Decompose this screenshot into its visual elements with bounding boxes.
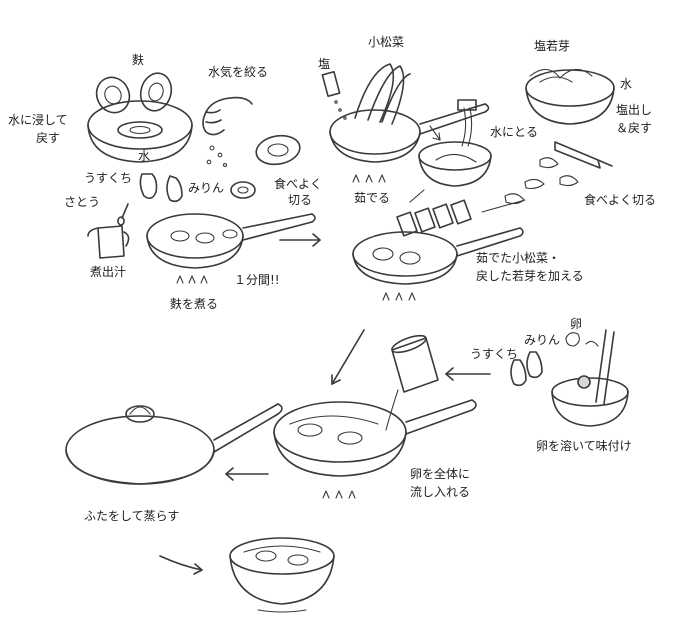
label-desalt: 塩出し [616, 103, 653, 117]
label-water: 水 [138, 149, 151, 163]
label-rehydrate: 戻す [36, 131, 61, 145]
flame-icon [382, 292, 416, 301]
label-dashi: 煮出汁 [90, 265, 127, 279]
hand-squeezing-icon [202, 96, 253, 168]
pan-boiling-komatsuna [329, 63, 490, 163]
label-squeeze-water: 水気を絞る [208, 65, 269, 79]
fu-soaking-bowl [87, 72, 193, 163]
pan-pouring-egg [273, 399, 477, 477]
label-one-minute: １分間!! [234, 273, 280, 287]
label-cool-in-water: 水にとる [490, 125, 539, 139]
arrow-down-icon [429, 125, 441, 141]
covered-pan [65, 403, 283, 485]
label-soak-in-water: 水に浸して [8, 113, 68, 127]
usukuchi-bottle-icon [510, 359, 527, 387]
label-and-rehydrate: ＆戻す [616, 121, 653, 135]
flame-icon [352, 174, 386, 183]
label-mirin: みりん [188, 181, 225, 195]
usukuchi-bottle-icon [139, 173, 158, 200]
egg-cup-pouring-icon [385, 334, 439, 431]
egg-bowl-with-chopsticks [551, 329, 629, 427]
pan-simmering-fu [146, 213, 316, 269]
label-pour-egg-line2: 流し入れる [410, 485, 471, 499]
label-cover-and-steam: ふたをして蒸らす [84, 509, 180, 523]
flame-icon [322, 490, 356, 499]
label-cut-bite-size-line2: 切る [288, 193, 313, 207]
arrow-left-icon [445, 367, 491, 381]
dashi-pitcher-icon [87, 225, 130, 259]
arrow-down-left-icon [331, 329, 365, 385]
arrow-right-icon [159, 555, 203, 575]
label-fu: 麩 [132, 53, 145, 67]
flame-icon [176, 275, 208, 284]
label-salted-wakame: 塩若芽 [534, 39, 571, 53]
label-add-greens-line2: 戻した若芽を加える [476, 269, 584, 283]
spoon-icon [117, 203, 129, 226]
mirin-bottle-icon [166, 175, 183, 203]
arrow-down-left-icon [409, 189, 526, 213]
label-cut-bite-size-2: 食べよく切る [584, 193, 657, 207]
bowl-soaking-wakame [525, 68, 615, 125]
arrow-left-icon [225, 467, 269, 481]
serving-bowl [229, 537, 335, 613]
cut-fu-pieces [230, 134, 301, 199]
label-sugar: さとう [64, 195, 101, 209]
arrow-right-icon [279, 233, 321, 247]
label-boil: 茹でる [354, 191, 391, 205]
cut-wakame-pieces [504, 157, 579, 205]
label-komatsuna: 小松菜 [368, 35, 405, 49]
label-beat-and-season-egg: 卵を溶いて味付け [536, 439, 632, 453]
label-egg: 卵 [570, 317, 583, 331]
label-cut-bite-size-line1: 食べよく [274, 177, 323, 191]
label-salt: 塩 [318, 57, 331, 71]
salt-container-icon [321, 71, 347, 120]
kitchen-knife-icon [554, 141, 613, 169]
label-mirin-2: みりん [524, 333, 561, 347]
bowl-cooling-komatsuna [418, 99, 492, 187]
label-add-greens-line1: 茹でた小松菜・ [476, 251, 561, 265]
pan-adding-greens [352, 199, 524, 285]
label-usukuchi: うすくち [84, 171, 133, 185]
mirin-bottle-icon [526, 351, 543, 379]
label-pour-egg-line1: 卵を全体に [410, 467, 471, 481]
label-usukuchi-2: うすくち [470, 347, 519, 361]
label-simmer-fu: 麩を煮る [170, 297, 219, 311]
label-water-2: 水 [620, 77, 633, 91]
